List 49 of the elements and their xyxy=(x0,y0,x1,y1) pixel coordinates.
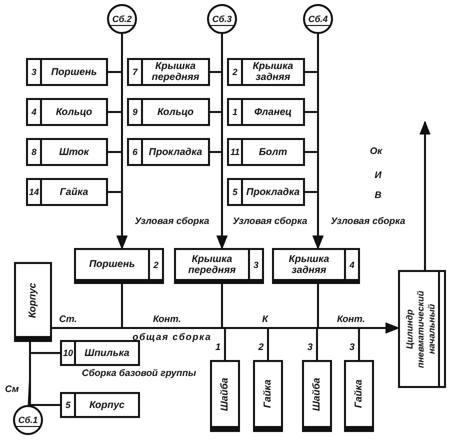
label-text: 1 xyxy=(214,342,222,353)
part-box: Гайка xyxy=(344,360,374,432)
part-box: 11 Болт xyxy=(227,138,305,166)
part-box: 2 Крышка задняя xyxy=(227,58,305,86)
assembly-circle: Сб.4 xyxy=(303,4,333,34)
label-text: Узловая сборка xyxy=(330,216,406,227)
assembly-circle: Сб.1 xyxy=(13,405,43,435)
label-text: 3 xyxy=(306,342,314,353)
assembly-circle: Сб.2 xyxy=(107,4,137,34)
label-text: Ок xyxy=(368,146,384,157)
part-box: 8 Шток xyxy=(26,138,108,166)
subassembly-box: Поршень 2 xyxy=(74,248,164,284)
label-text: К xyxy=(261,314,270,325)
label-text: Конт. xyxy=(152,314,182,325)
part-box: Шайба xyxy=(302,360,332,432)
label-text: См xyxy=(4,384,20,395)
arrow xyxy=(305,191,324,250)
part-box: 1 Фланец xyxy=(227,98,305,126)
arrow xyxy=(358,322,400,360)
part-box: 14 Гайка xyxy=(26,178,108,206)
label-text: Сборка базовой группы xyxy=(80,368,198,379)
part-box: 7 Крышка передняя xyxy=(127,58,210,86)
assembly-circle: Сб.3 xyxy=(207,4,237,34)
label-text: общая сборка xyxy=(132,332,212,343)
label-text: Узловая сборка xyxy=(232,216,308,227)
label-text: И xyxy=(374,170,382,181)
part-box: Корпус xyxy=(14,262,52,342)
arrow xyxy=(419,120,431,270)
part-box: 5 Прокладка xyxy=(227,178,305,206)
subassembly-box: Крышка передняя 3 xyxy=(174,248,264,284)
label-text: 3 xyxy=(348,342,356,353)
part-box: 5 Корпус xyxy=(60,392,140,418)
part-box: 4 Кольцо xyxy=(26,98,108,126)
part-box: 10 Шпилька xyxy=(60,340,140,366)
arrow xyxy=(108,191,128,250)
arrow xyxy=(210,151,228,250)
product-box: Цилиндр пневматический начальный xyxy=(398,270,446,388)
label-text: 2 xyxy=(257,342,265,353)
part-box: Гайка xyxy=(253,360,283,432)
part-box: 9 Кольцо xyxy=(127,98,210,126)
subassembly-box: Крышка задняя 4 xyxy=(272,248,360,284)
connector-line xyxy=(29,342,60,406)
label-text: Ст. xyxy=(58,314,78,325)
part-box: Шайба xyxy=(210,360,240,432)
part-box: 3 Поршень xyxy=(26,58,108,86)
label-text: Конт. xyxy=(336,314,366,325)
part-box: 6 Прокладка xyxy=(127,138,210,166)
label-text: Узловая сборка xyxy=(134,216,210,227)
label-text: В xyxy=(374,190,382,201)
